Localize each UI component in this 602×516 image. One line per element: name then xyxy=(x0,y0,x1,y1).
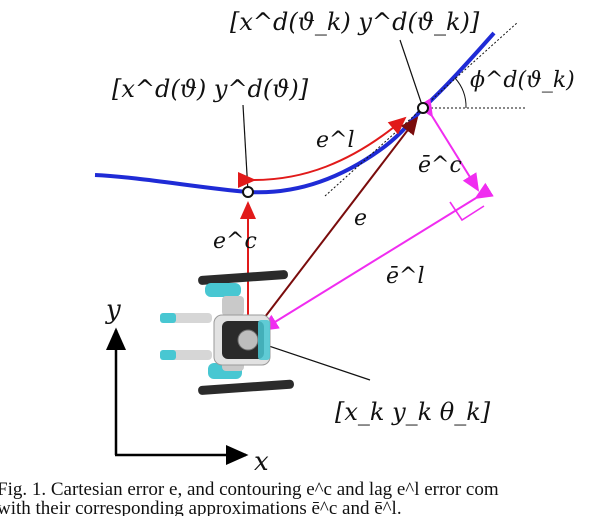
axis-y-label: y xyxy=(105,295,121,325)
contour-error-label: e^c xyxy=(213,229,257,254)
right-angle-marker xyxy=(449,201,485,222)
approx-contour-label: ē^c xyxy=(418,153,462,178)
left-bracket-leader xyxy=(242,104,249,193)
quadruped-robot-icon xyxy=(160,270,294,395)
robot-pose-label: [x_k y_k θ_k] xyxy=(335,398,491,426)
axis-x-label: x xyxy=(254,447,269,477)
cartesian-error-label: e xyxy=(354,206,367,231)
left-bracket-label: [x^d(ϑ) y^d(ϑ)] xyxy=(112,75,309,103)
heading-angle-arc xyxy=(454,77,467,109)
approx-lag-label: ē^l xyxy=(386,264,425,289)
path-point-theta-k xyxy=(417,102,429,114)
heading-angle-label: ϕ^d(ϑ_k) xyxy=(470,68,575,93)
lag-error-label: e^l xyxy=(316,128,355,153)
top-bracket-leader xyxy=(399,39,424,109)
approx-lag-arrow xyxy=(260,182,494,332)
path-point-theta xyxy=(242,186,254,198)
caption-line-2: with their corresponding approximations … xyxy=(0,498,402,516)
top-bracket-label: [x^d(ϑ_k) y^d(ϑ_k)] xyxy=(230,8,480,36)
caption-line-1: Fig. 1. Cartesian error e, and contourin… xyxy=(0,479,499,500)
approx-contour-arrow xyxy=(416,98,480,192)
